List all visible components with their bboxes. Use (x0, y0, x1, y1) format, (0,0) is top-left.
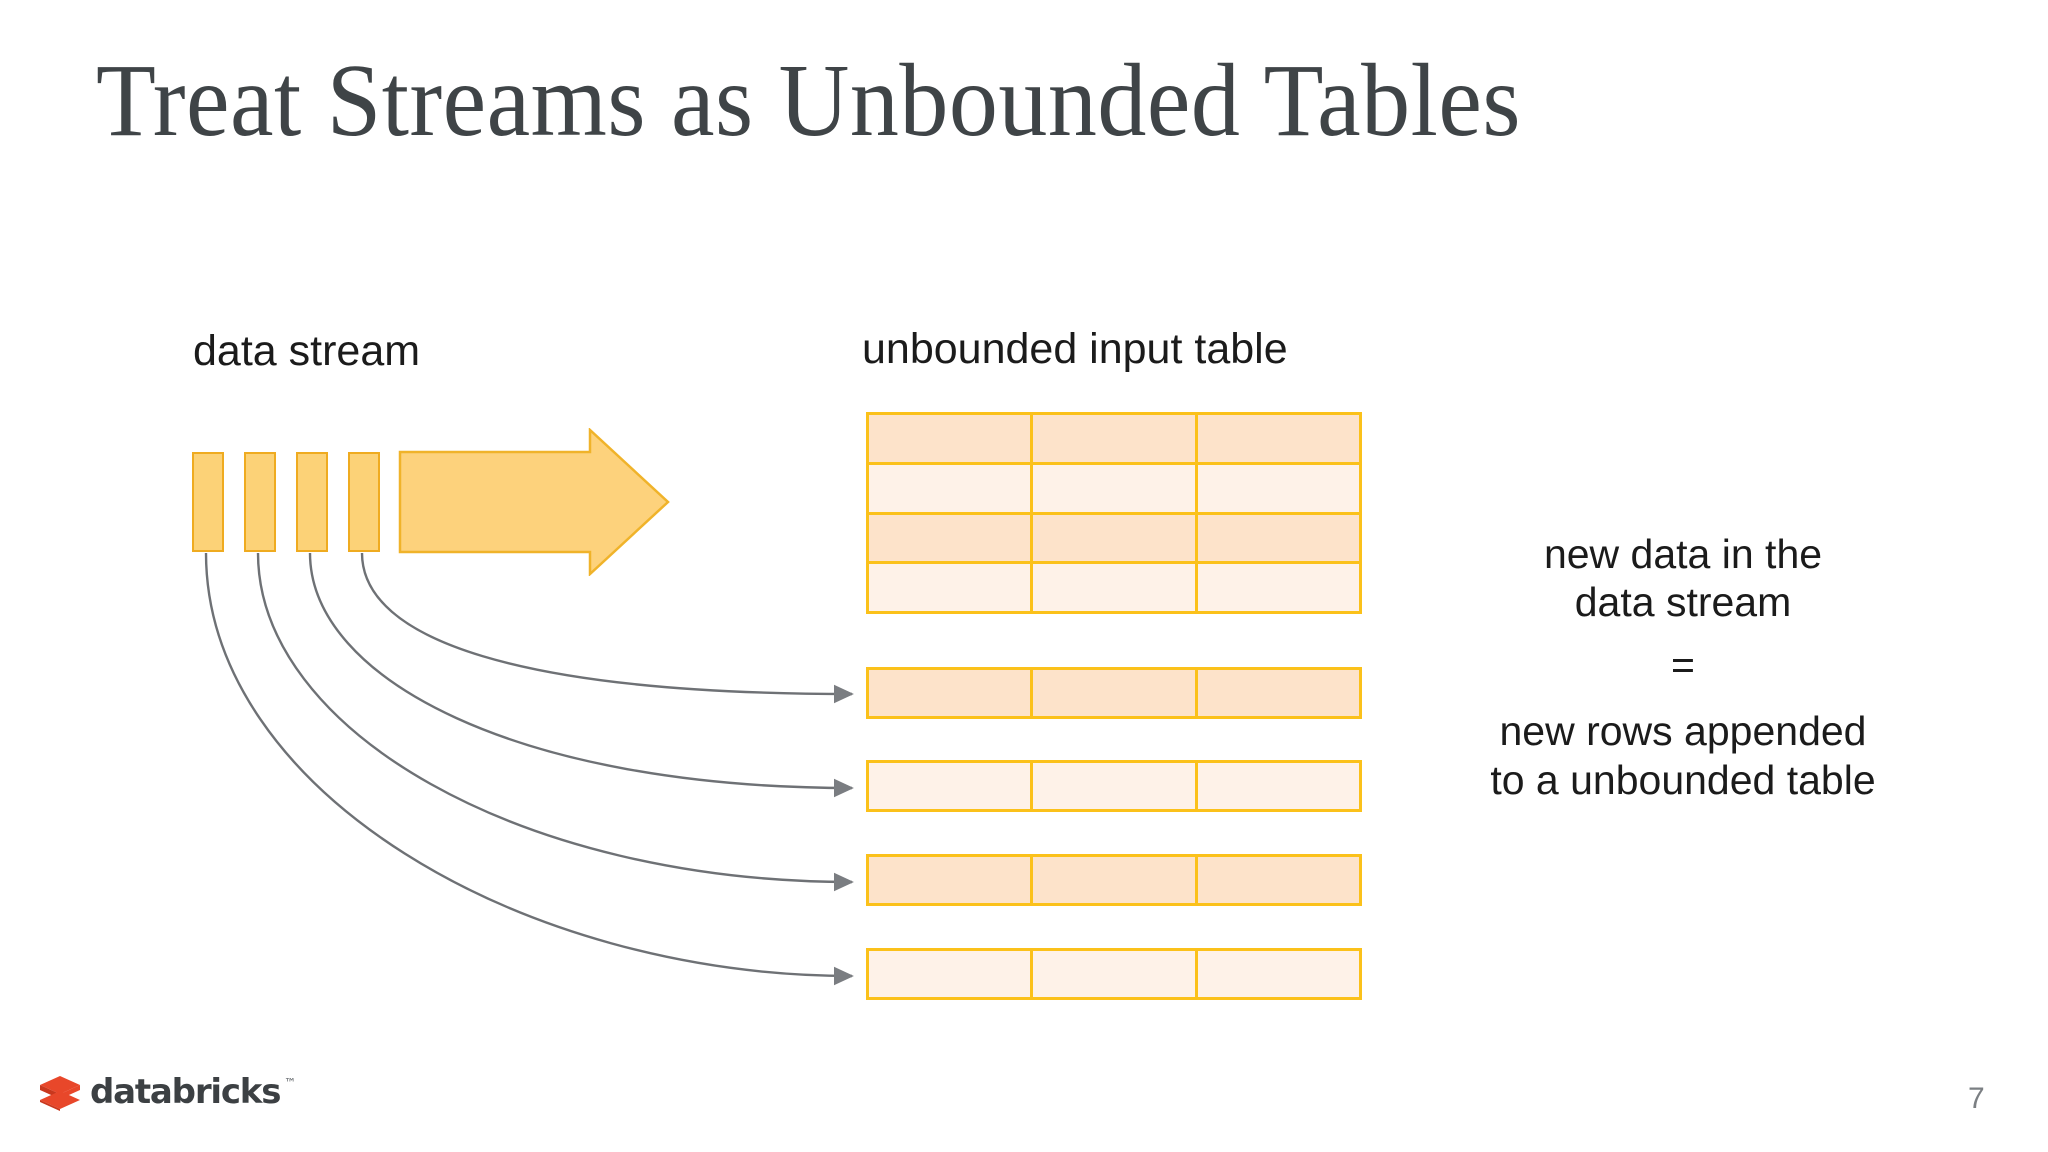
table-row (869, 464, 1359, 515)
caption-line-3: new rows appended (1499, 708, 1867, 755)
table-cell (1197, 514, 1359, 562)
unbounded-input-table (866, 412, 1362, 614)
page-number: 7 (1968, 1082, 1985, 1115)
table-cell (869, 857, 1034, 903)
table-row (869, 415, 1359, 465)
logo-wordmark: databricks (90, 1072, 281, 1112)
table-row (869, 514, 1359, 565)
appended-row-2 (866, 760, 1362, 812)
stream-bar-3 (296, 452, 328, 552)
table-cell (1033, 857, 1198, 903)
table-cell (1033, 514, 1198, 562)
connector-2 (256, 552, 854, 892)
table-cell (869, 763, 1034, 809)
table-row (869, 857, 1359, 903)
connector-1 (204, 552, 854, 986)
stream-bar-4 (348, 452, 380, 552)
table-cell (1197, 670, 1359, 716)
table-cell (869, 951, 1034, 997)
unbounded-input-table-label: unbounded input table (862, 325, 1288, 373)
table-cell (869, 564, 1034, 611)
caption-equals: = (1671, 641, 1695, 688)
appended-row-3 (866, 854, 1362, 906)
appended-row-4 (866, 948, 1362, 1000)
logo-trademark-icon: ™ (284, 1076, 297, 1090)
table-cell (1033, 415, 1198, 462)
stream-bar-1 (192, 452, 224, 552)
table-cell (869, 464, 1034, 512)
table-cell (1033, 564, 1198, 611)
table-row (869, 564, 1359, 611)
table-cell (1197, 464, 1359, 512)
explanation-caption: new data in the data stream = new rows a… (1428, 530, 1938, 804)
table-row (869, 763, 1359, 809)
table-cell (1197, 415, 1359, 462)
caption-line-4: to a unbounded table (1490, 756, 1876, 803)
table-cell (1033, 763, 1198, 809)
caption-line-2: data stream (1574, 579, 1792, 626)
caption-line-1: new data in the (1543, 531, 1823, 577)
table-cell (869, 415, 1034, 462)
table-cell (1197, 857, 1359, 903)
appended-row-1 (866, 667, 1362, 719)
table-row (869, 670, 1359, 716)
data-stream-label: data stream (193, 327, 421, 375)
stream-flow-arrow (398, 428, 670, 576)
stream-bar-2 (244, 452, 276, 552)
page-title: Treat Streams as Unbounded Tables (96, 43, 1522, 159)
table-cell (869, 670, 1034, 716)
table-cell (1197, 951, 1359, 997)
table-cell (1033, 951, 1198, 997)
table-cell (869, 514, 1034, 562)
connector-3 (308, 552, 854, 798)
table-row (869, 951, 1359, 997)
table-cell (1197, 564, 1359, 611)
table-cell (1033, 464, 1198, 512)
table-cell (1197, 763, 1359, 809)
table-cell (1033, 670, 1198, 716)
databricks-bricks-icon (40, 1076, 80, 1111)
databricks-logo: databricks ™ (38, 1072, 296, 1112)
